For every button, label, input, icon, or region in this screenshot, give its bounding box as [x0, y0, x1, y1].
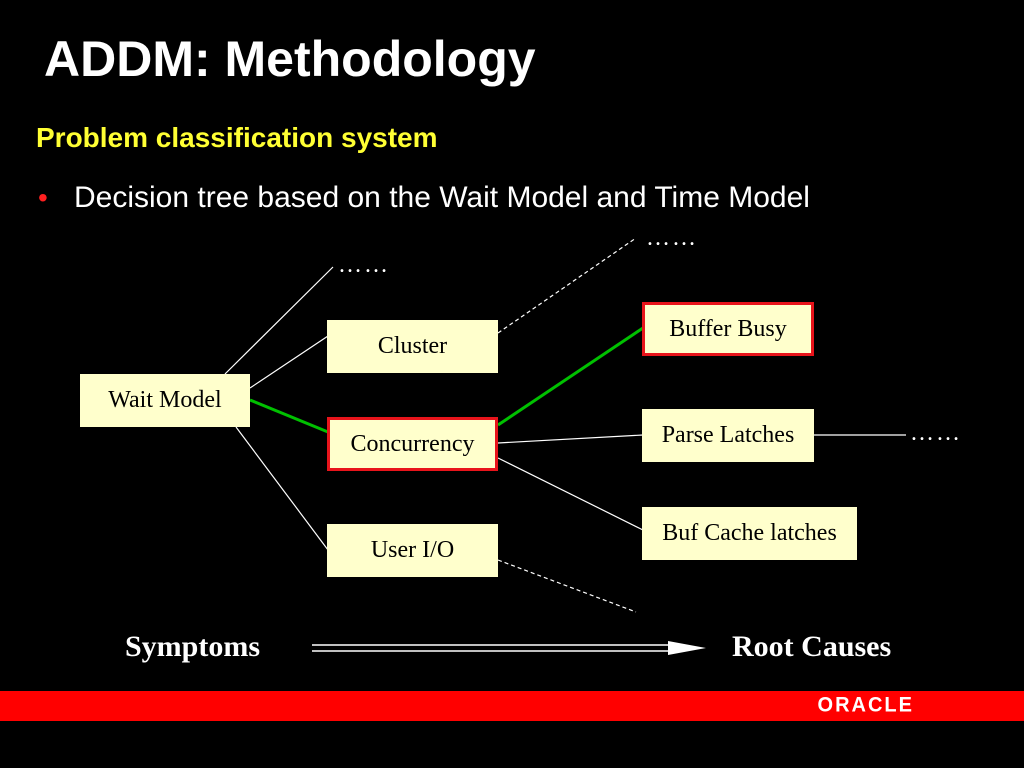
edge-concurrency-to-bufferbusy	[497, 326, 644, 427]
bullet-item: • Decision tree based on the Wait Model a…	[38, 181, 810, 215]
slide-title: ADDM: Methodology	[44, 31, 536, 87]
bullet-text: Decision tree based on the Wait Model an…	[74, 181, 810, 214]
node-buf-cache-latches: Buf Cache latches	[642, 507, 857, 560]
edge-root-to-cluster	[249, 335, 329, 389]
ellipsis-right: ……	[910, 420, 962, 446]
node-cluster: Cluster	[327, 320, 498, 373]
node-buffer-busy: Buffer Busy	[642, 302, 814, 356]
edge-root-to-userio	[235, 426, 329, 551]
edge-concurrency-to-bufcache	[497, 457, 644, 531]
node-parse-latches: Parse Latches	[642, 409, 814, 462]
node-concurrency: Concurrency	[327, 417, 498, 471]
edge-concurrency-to-parselatches	[497, 434, 644, 444]
node-wait-model: Wait Model	[80, 374, 250, 427]
footer-bar	[0, 691, 1024, 721]
edge-root-to-concurrency	[249, 398, 329, 434]
bullet-icon: •	[38, 182, 48, 213]
ellipsis-upper-left: ……	[338, 252, 390, 278]
flow-to-label: Root Causes	[732, 630, 892, 663]
flow-from-label: Symptoms	[125, 630, 261, 663]
edge-userio-to-more	[497, 559, 637, 613]
node-user-io: User I/O	[327, 524, 498, 577]
slide-subtitle: Problem classification system	[36, 122, 438, 153]
flow-arrow-head-icon	[668, 641, 706, 655]
edge-cluster-to-more	[497, 237, 637, 334]
ellipsis-top: ……	[646, 225, 698, 251]
edge-root-to-more	[224, 266, 334, 375]
oracle-logo: ORACLE	[817, 693, 914, 717]
